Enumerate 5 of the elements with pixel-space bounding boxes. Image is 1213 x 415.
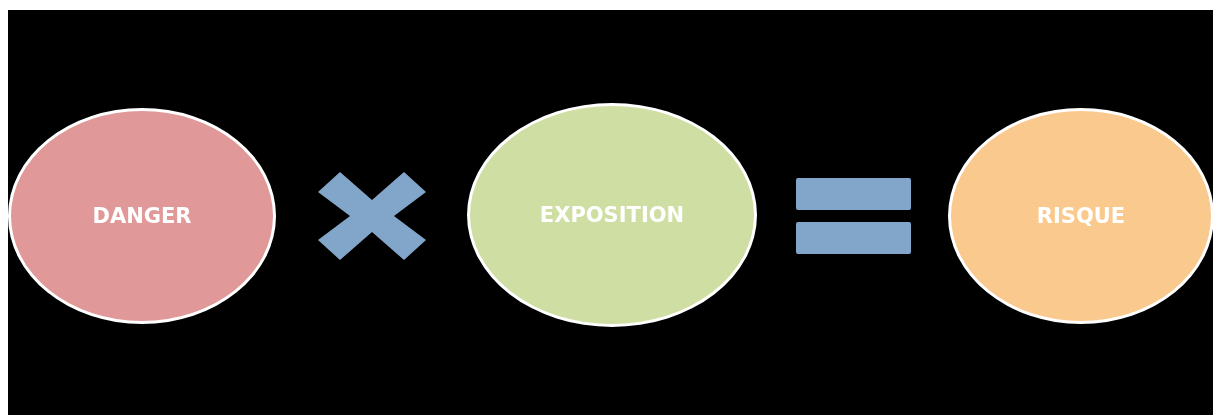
multiplication-sign (318, 172, 426, 260)
node-label: DANGER (92, 204, 192, 228)
equals-sign (796, 178, 911, 254)
node-label: RISQUE (1036, 204, 1126, 228)
node-label: EXPOSITION (539, 203, 685, 227)
